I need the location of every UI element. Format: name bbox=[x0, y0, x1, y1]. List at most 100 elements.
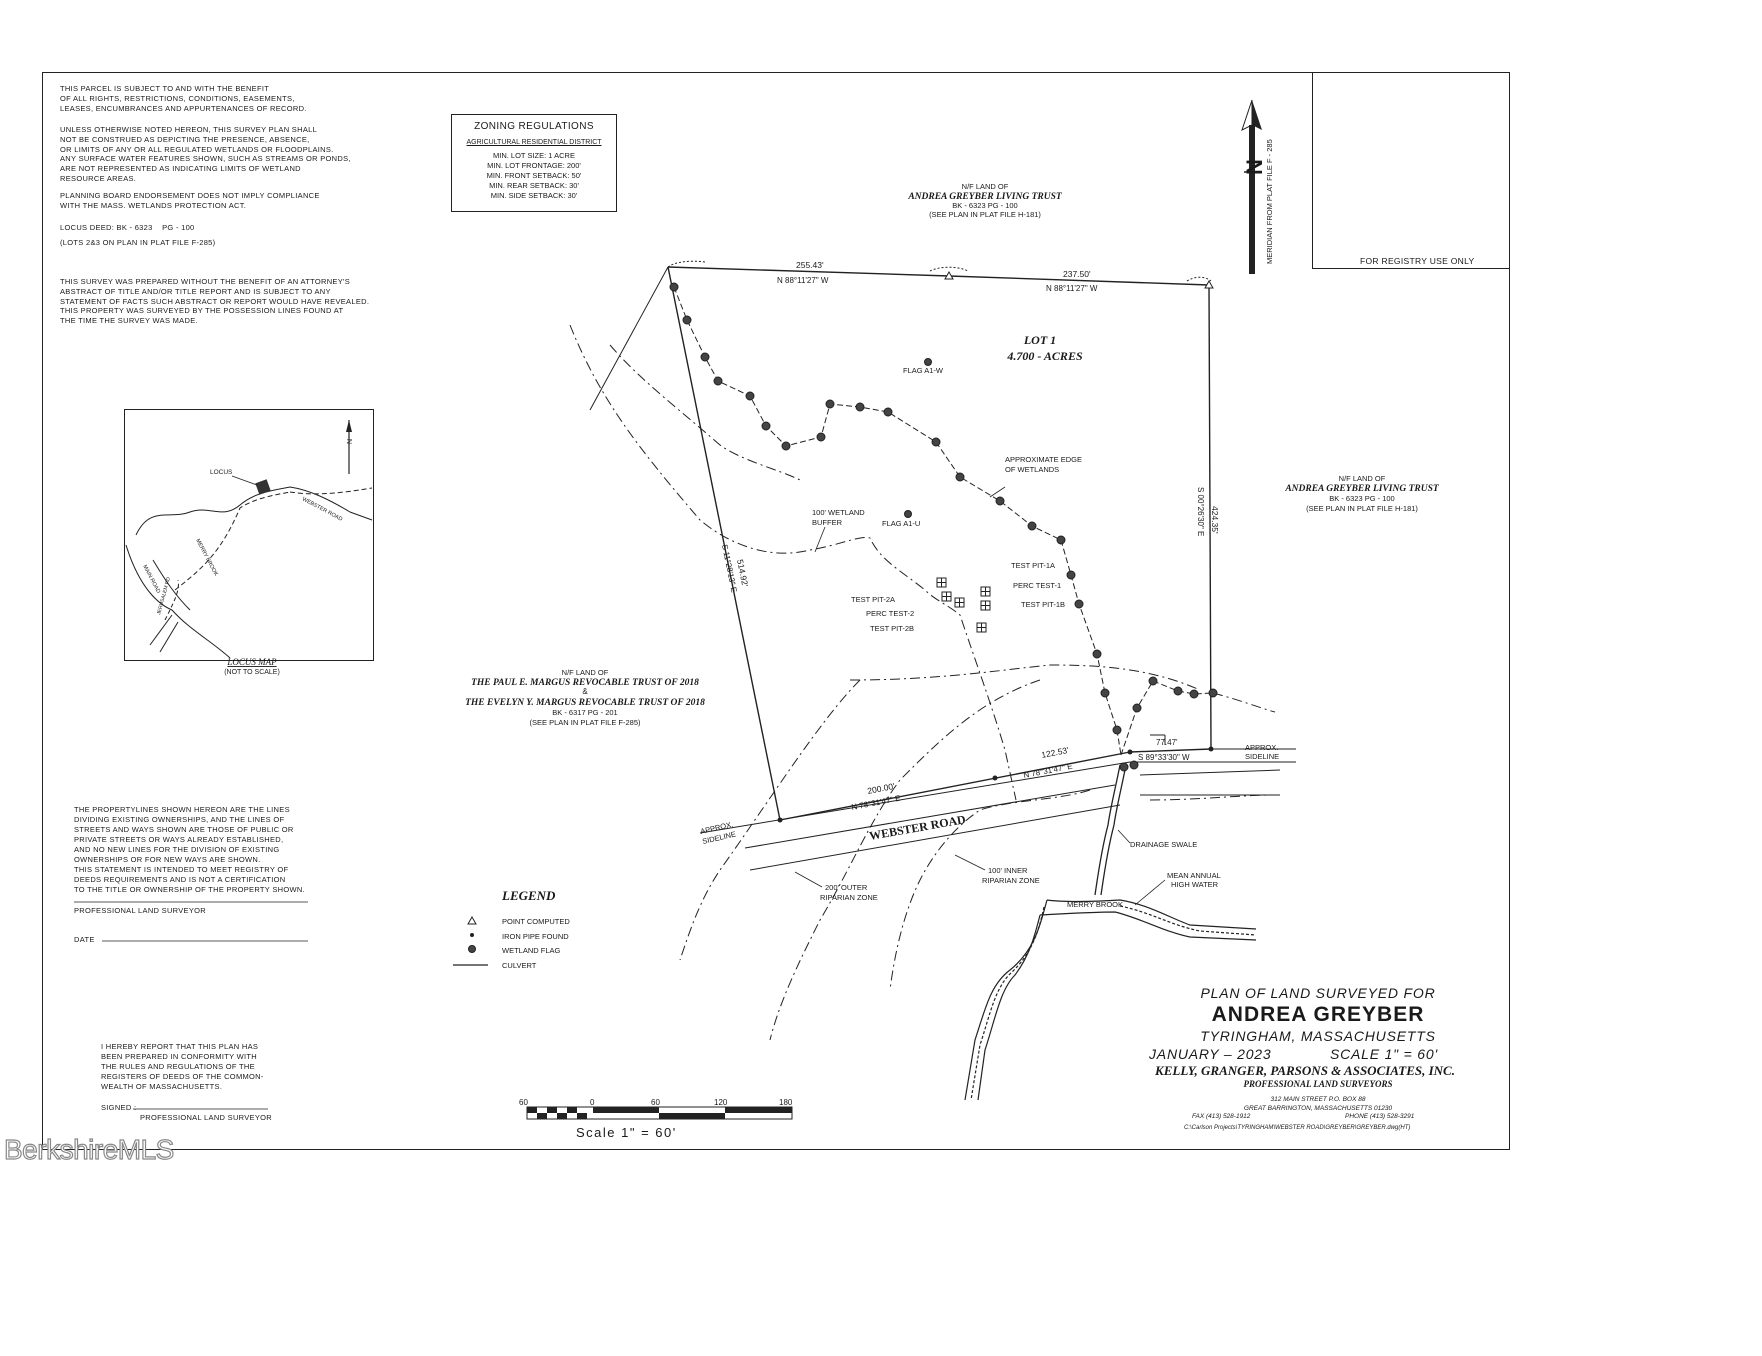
legend-wetland-flag-icon bbox=[468, 945, 476, 953]
flag-a1-w-label: FLAG A1-W bbox=[903, 366, 944, 375]
outer-riparian-label-2: RIPARIAN ZONE bbox=[820, 893, 878, 902]
scale-tick: 60 bbox=[519, 1098, 528, 1107]
legend-culvert: CULVERT bbox=[502, 961, 537, 970]
west-owner-nf: N/F LAND OF bbox=[562, 668, 609, 677]
inner-riparian-label-2: RIPARIAN ZONE bbox=[982, 876, 1040, 885]
zoning-rule: MIN. SIDE SETBACK: 30' bbox=[490, 191, 578, 200]
scale-tick: 120 bbox=[714, 1098, 728, 1107]
north-letter: N bbox=[1242, 159, 1267, 175]
test-pit-2a-label: TEST PIT-2A bbox=[851, 595, 895, 604]
west-owner-name-1: THE PAUL E. MARGUS REVOCABLE TRUST OF 20… bbox=[471, 678, 699, 688]
wetlands-label-2: OF WETLANDS bbox=[1005, 465, 1059, 474]
north-owner-plan: (SEE PLAN IN PLAT FILE H-181) bbox=[929, 210, 1041, 219]
west-owner-amp: & bbox=[582, 687, 588, 696]
legend-point-computed: POINT COMPUTED bbox=[502, 917, 570, 926]
outer-riparian-label-1: 200' OUTER bbox=[825, 883, 868, 892]
buffer-label-1: 100' WETLAND bbox=[812, 508, 865, 517]
title-address-1: 312 MAIN STREET P.O. BOX 88 bbox=[1271, 1096, 1366, 1103]
east-owner-name: ANDREA GREYBER LIVING TRUST bbox=[1284, 484, 1440, 494]
title-address-2: GREAT BARRINGTON, MASSACHUSETTS 01230 bbox=[1244, 1105, 1393, 1112]
merry-brook bbox=[964, 899, 1257, 1101]
note-lots: (LOTS 2&3 ON PLAN IN PLAT FILE F-285) bbox=[60, 238, 216, 247]
north-owner-deed: BK - 6323 PG - 100 bbox=[952, 201, 1017, 210]
sideline-east-2: SIDELINE bbox=[1245, 752, 1279, 761]
locus-map-box bbox=[124, 409, 374, 661]
locus-webster-road: WEBSTER ROAD bbox=[301, 496, 343, 522]
zoning-rule: MIN. FRONT SETBACK: 50' bbox=[486, 171, 582, 180]
west-owner-name-2: THE EVELYN Y. MARGUS REVOCABLE TRUST OF … bbox=[465, 698, 705, 708]
zoning-district: AGRICULTURAL RESIDENTIAL DISTRICT bbox=[466, 139, 602, 146]
sideline-east-1: APPROX. bbox=[1245, 743, 1278, 752]
locus-north-arrow-icon bbox=[346, 420, 352, 474]
west-owner-deed: BK - 6317 PG - 201 bbox=[552, 708, 617, 717]
zoning-title: ZONING REGULATIONS bbox=[474, 121, 594, 132]
inner-riparian-label-1: 100' INNER bbox=[988, 866, 1028, 875]
lot-boundary bbox=[667, 266, 1212, 821]
note-report: I HEREBY REPORT THAT THIS PLAN HAS BEEN … bbox=[101, 1042, 264, 1091]
wetland-flag-markers bbox=[669, 282, 1218, 772]
locus-label: LOCUS bbox=[210, 469, 233, 476]
note-planning: PLANNING BOARD ENDORSEMENT DOES NOT IMPL… bbox=[60, 191, 320, 210]
south-bound-3-bearing: S 89°33'30" W bbox=[1138, 753, 1190, 762]
title-file-path: C:\Carlson Projects\TYRINGHAM\WEBSTER RO… bbox=[1184, 1125, 1410, 1131]
registry-box bbox=[1312, 72, 1509, 269]
legend-wetland-flag: WETLAND FLAG bbox=[502, 946, 561, 955]
title-plan-of-land: PLAN OF LAND SURVEYED FOR bbox=[1201, 985, 1436, 1001]
legend-iron-pipe-icon bbox=[470, 933, 474, 937]
lot-name: LOT 1 bbox=[1023, 333, 1056, 347]
locus-jerusalem-road: JERUSALEM RD bbox=[156, 576, 172, 615]
east-owner-nf: N/F LAND OF bbox=[1339, 474, 1386, 483]
locus-map bbox=[125, 486, 373, 659]
meridian-note: MERIDIAN FROM PLAT FILE F - 285 bbox=[1265, 139, 1274, 264]
east-bound-bearing: S 00°26'30" E bbox=[1196, 487, 1205, 536]
riparian-zone-lines bbox=[889, 789, 1276, 991]
mean-annual-label-1: MEAN ANNUAL bbox=[1167, 871, 1221, 880]
south-bound-1-distance: 200.00' bbox=[866, 781, 895, 796]
scale-caption: Scale 1" = 60' bbox=[576, 1125, 677, 1140]
zoning-rule: MIN. LOT FRONTAGE: 200' bbox=[487, 161, 581, 170]
title-town: TYRINGHAM, MASSACHUSETTS bbox=[1200, 1028, 1435, 1044]
title-scale: SCALE 1" = 60' bbox=[1330, 1046, 1438, 1062]
west-bound-bearing: S 11°28'13" E bbox=[720, 544, 739, 594]
surveyor-line-label: PROFESSIONAL LAND SURVEYOR bbox=[74, 906, 207, 915]
title-date: JANUARY – 2023 bbox=[1148, 1046, 1271, 1062]
owner-boundary-ext bbox=[589, 260, 1296, 750]
lot-area: 4.700 - ACRES bbox=[1006, 349, 1083, 363]
north-bound-1-bearing: N 88°11'27" W bbox=[777, 276, 829, 285]
locus-map-title: LOCUS MAP bbox=[226, 657, 277, 667]
zoning-rule: MIN. REAR SETBACK: 30' bbox=[489, 181, 579, 190]
note-locus-deed: LOCUS DEED: BK - 6323 PG - 100 bbox=[60, 223, 195, 232]
south-bound-2-bearing: N 78°31'47" E bbox=[1023, 762, 1074, 780]
east-owner-plan: (SEE PLAN IN PLAT FILE H-181) bbox=[1306, 504, 1418, 513]
merry-brook-label: MERRY BROOK bbox=[1067, 900, 1123, 909]
title-owner: ANDREA GREYBER bbox=[1212, 1003, 1425, 1026]
test-pit-1b-label: TEST PIT-1B bbox=[1021, 600, 1065, 609]
buffer-line bbox=[569, 324, 1276, 1041]
north-owner-name: ANDREA GREYBER LIVING TRUST bbox=[907, 192, 1063, 202]
test-pit-markers bbox=[936, 577, 991, 633]
north-bound-1-distance: 255.43' bbox=[796, 260, 824, 270]
north-owner-nf: N/F LAND OF bbox=[962, 182, 1009, 191]
note-abstract: THIS SURVEY WAS PREPARED WITHOUT THE BEN… bbox=[60, 277, 370, 326]
locus-merry-brook: MERRY BROOK bbox=[194, 538, 219, 577]
surveyor-signature-label: PROFESSIONAL LAND SURVEYOR bbox=[140, 1113, 273, 1122]
watermark-logo: BerkshireMLS bbox=[3, 1133, 175, 1165]
wetlands-label-1: APPROXIMATE EDGE bbox=[1005, 455, 1082, 464]
drainage-swale bbox=[1094, 764, 1127, 896]
legend-title: LEGEND bbox=[501, 888, 556, 903]
south-bound-1-bearing: N 78°31'47" E bbox=[851, 794, 902, 812]
perc-test-1-label: PERC TEST-1 bbox=[1013, 581, 1061, 590]
test-pit-1a-label: TEST PIT-1A bbox=[1011, 561, 1055, 570]
east-owner-deed: BK - 6323 PG - 100 bbox=[1329, 494, 1394, 503]
north-arrow-icon bbox=[1241, 99, 1262, 274]
locus-marker bbox=[255, 479, 271, 495]
title-phone: PHONE (413) 528-3291 bbox=[1345, 1113, 1415, 1120]
east-bound-distance: 424.35' bbox=[1210, 506, 1220, 534]
drainage-swale-label: DRAINAGE SWALE bbox=[1130, 840, 1197, 849]
scale-tick: 60 bbox=[651, 1098, 660, 1107]
note-parcel: THIS PARCEL IS SUBJECT TO AND WITH THE B… bbox=[60, 84, 307, 113]
flag-a1-u-label: FLAG A1-U bbox=[882, 519, 920, 528]
locus-map-subtitle: (NOT TO SCALE) bbox=[224, 669, 280, 676]
north-bound-2-distance: 237.50' bbox=[1063, 269, 1091, 279]
